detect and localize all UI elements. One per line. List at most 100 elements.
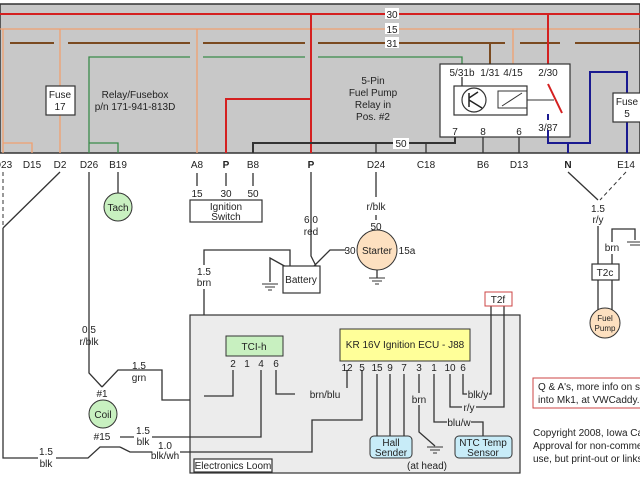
electronics-loom-label: Electronics Loom xyxy=(195,461,272,472)
relay-switch-icon xyxy=(547,83,563,114)
hall-sender-label: Sender xyxy=(375,448,408,459)
relay-description: 5-Pin xyxy=(361,76,384,87)
wire-blue xyxy=(547,71,628,153)
ignition-switch xyxy=(189,199,263,223)
ignition-ecu-label: KR 16V Ignition ECU - J88 xyxy=(346,340,465,351)
t2f-connector xyxy=(484,291,513,307)
fuse-17-label: Fuse xyxy=(49,90,72,101)
wire-label: 1.5 xyxy=(197,267,211,278)
fuse-5 xyxy=(612,92,640,123)
wire-d15 xyxy=(3,142,33,153)
bus-50-label: 50 xyxy=(395,139,407,150)
wire-label: 0.5 xyxy=(82,325,96,336)
wire-label: blk/wh xyxy=(151,451,179,462)
relay-pin: 1/31 xyxy=(480,68,500,79)
ecu-pin: 7 xyxy=(401,363,407,374)
t2c-connector xyxy=(591,263,620,281)
tci-pin: 1 xyxy=(244,359,250,370)
wire-label: brn xyxy=(412,395,426,406)
ecu-pin: 10 xyxy=(444,363,456,374)
ecu-pin: 6 xyxy=(460,363,466,374)
tci-pin: 6 xyxy=(273,359,279,370)
tach xyxy=(103,192,133,222)
relay-description: Fuel Pump xyxy=(349,88,398,99)
wire-label: 1.5 xyxy=(132,361,146,372)
fusebox-title: Relay/Fusebox xyxy=(102,90,169,101)
ecu-pin: 1 xyxy=(431,363,437,374)
tach-label: Tach xyxy=(107,203,128,214)
fuel-pump xyxy=(589,307,621,339)
fuse-17-number: 17 xyxy=(54,102,66,113)
wire-label: brn xyxy=(605,243,619,254)
relay-pin: 5/31b xyxy=(449,68,474,79)
wire-label: 1.5 xyxy=(136,426,150,437)
relay-pin-87: 3/87 xyxy=(538,123,558,134)
copyright-text: Approval for non-commerc xyxy=(533,441,640,452)
wire-label: 50 xyxy=(370,222,382,233)
relay-pin: 4/15 xyxy=(503,68,523,79)
info-text: Q & A's, more info on sw xyxy=(538,382,640,393)
bus-15-label: 15 xyxy=(386,25,398,36)
tci-h-label: TCI-h xyxy=(242,342,267,353)
connector-b19: B19 xyxy=(109,160,127,171)
ntc-temp-sensor xyxy=(454,435,513,459)
info-box xyxy=(532,377,640,409)
relay-pin: 6 xyxy=(516,127,522,138)
copyright-text: use, but print-out or links c xyxy=(533,454,640,465)
fuse-5-label: Fuse xyxy=(616,97,639,108)
wire-label: r/blk xyxy=(80,337,100,348)
relay-pin: 8 xyxy=(480,127,486,138)
hall-sender xyxy=(369,435,413,459)
ignition-ecu xyxy=(339,328,471,362)
tci-h-module xyxy=(225,335,284,357)
connector-p: P xyxy=(223,160,230,171)
starter-label: Starter xyxy=(362,246,393,257)
hall-sender-label: Hall xyxy=(382,438,399,449)
wire-p-switch xyxy=(225,98,311,153)
starter-pin-30: 30 xyxy=(344,246,356,257)
ecu-pin: 9 xyxy=(387,363,393,374)
wire-label: r/y xyxy=(592,215,603,226)
fuel-pump-label: Pump xyxy=(595,324,616,333)
relay-description: Relay in xyxy=(355,100,391,111)
wire-label: grn xyxy=(132,373,146,384)
ground-icon xyxy=(627,241,640,246)
copyright-text: Copyright 2008, Iowa Cad xyxy=(533,428,640,439)
wire-label: brn/blu xyxy=(310,390,341,401)
connector-a8: A8 xyxy=(191,160,204,171)
ground-icon xyxy=(427,446,443,454)
wire-label: blk/y xyxy=(468,390,489,401)
info-text: into Mk1, at VWCaddy.co xyxy=(538,395,640,406)
wire-label: r/blk xyxy=(367,202,387,213)
wire-label: blk xyxy=(137,437,151,448)
wire-label: 1.5 xyxy=(591,204,605,215)
bus-31-label: 31 xyxy=(386,39,398,50)
ntc-sensor-label: Sensor xyxy=(467,448,499,459)
electronics-loom-label-box xyxy=(193,458,273,473)
ground-icon xyxy=(262,283,278,291)
connector-b8: B8 xyxy=(247,160,260,171)
switch-pin: 30 xyxy=(220,189,232,200)
tci-pin: 2 xyxy=(230,359,236,370)
connector-n: N xyxy=(564,160,571,171)
ecu-pin: 15 xyxy=(371,363,383,374)
wire-label: r/y xyxy=(463,403,474,414)
at-head-note: (at head) xyxy=(407,461,447,472)
switch-pin: 15 xyxy=(191,189,203,200)
connector-labels: D23 D15 D2 D26 B19 A8 P B8 P D24 C18 B6 … xyxy=(0,160,635,171)
relay-description: Pos. #2 xyxy=(356,112,390,123)
bus-30-label: 30 xyxy=(386,10,398,21)
ecu-pins: 12 5 15 9 7 3 1 10 6 xyxy=(341,363,466,374)
fuse-5-number: 5 xyxy=(624,109,630,120)
fuel-pump-label: Fuel xyxy=(597,314,613,323)
coil-pin-15: #15 xyxy=(94,432,111,443)
fuse-17 xyxy=(45,85,76,116)
ntc-sensor-label: NTC Temp xyxy=(459,438,507,449)
wire-label: 1.5 xyxy=(39,447,53,458)
wire-label: blu/w xyxy=(447,418,471,429)
battery-label: Battery xyxy=(285,275,317,286)
connector-e14: E14 xyxy=(617,160,635,171)
wire-label: red xyxy=(304,227,318,238)
fusebox-part-number: p/n 171-941-813D xyxy=(95,102,176,113)
